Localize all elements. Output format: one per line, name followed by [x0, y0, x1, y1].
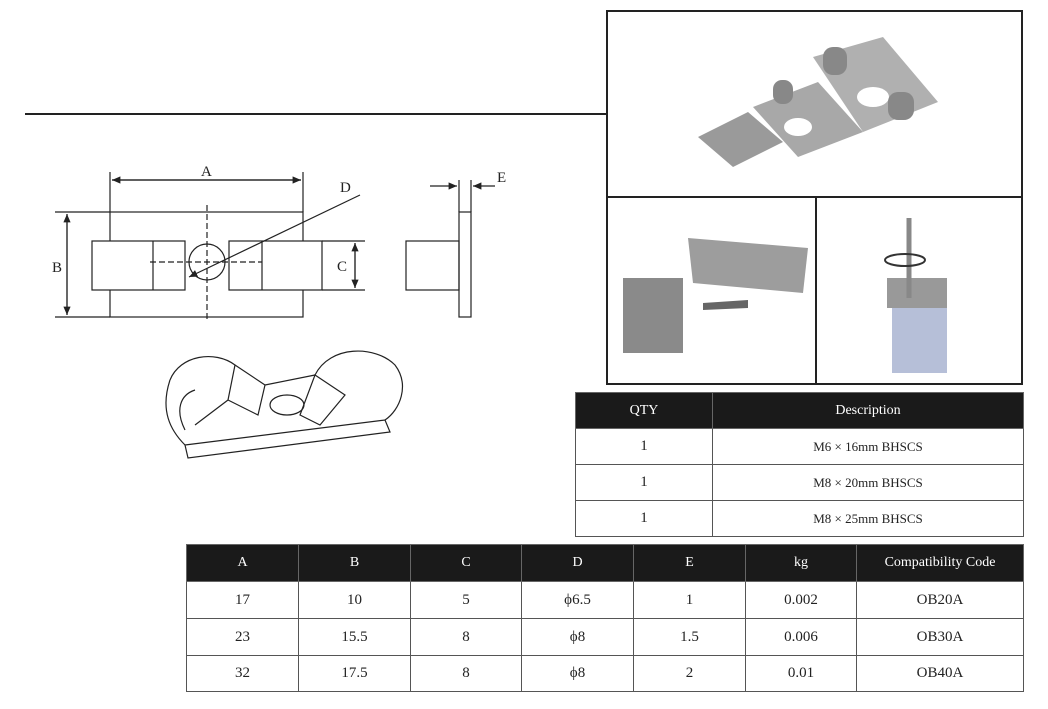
isometric-view — [165, 350, 404, 459]
label-e: E — [497, 170, 506, 186]
cell: 1.5 — [633, 618, 746, 656]
label-b: B — [52, 260, 62, 276]
cell: 17.5 — [298, 655, 411, 692]
cell: 17 — [186, 581, 299, 619]
cell: 8 — [410, 655, 522, 692]
cell: 0.006 — [745, 618, 857, 656]
rotate-image — [884, 218, 947, 373]
divider-line — [25, 113, 607, 115]
cell: 23 — [186, 618, 299, 656]
cell: OB30A — [856, 618, 1024, 656]
cell: 5 — [410, 581, 522, 619]
cell: 2 — [633, 655, 746, 692]
front-view — [55, 172, 365, 322]
cell: ϕ6.5 — [521, 581, 634, 619]
header-qty: QTY — [575, 392, 713, 429]
cell: 15.5 — [298, 618, 411, 656]
clips-image — [698, 37, 938, 167]
label-c: C — [337, 259, 347, 275]
header-a: A — [186, 544, 299, 582]
label-d: D — [340, 180, 351, 196]
label-a: A — [201, 164, 212, 180]
cell: 0.01 — [745, 655, 857, 692]
description-cell: M8 × 20mm BHSCS — [712, 464, 1024, 501]
qty-cell: 1 — [575, 428, 713, 465]
header-b: B — [298, 544, 411, 582]
cell: OB40A — [856, 655, 1024, 692]
header-compatibility-code: Compatibility Code — [856, 544, 1024, 582]
install-photo-rotate — [815, 196, 1023, 385]
description-cell: M6 × 16mm BHSCS — [712, 428, 1024, 465]
cell: 1 — [633, 581, 746, 619]
install-photo-slide — [606, 196, 817, 385]
slide-in-image — [623, 238, 808, 353]
cell: ϕ8 — [521, 655, 634, 692]
cell: 10 — [298, 581, 411, 619]
cell: OB20A — [856, 581, 1024, 619]
cell: 32 — [186, 655, 299, 692]
technical-drawing: A B C D E — [52, 164, 506, 459]
header-description: Description — [712, 392, 1024, 429]
header-kg: kg — [745, 544, 857, 582]
qty-cell: 1 — [575, 500, 713, 537]
header-e: E — [633, 544, 746, 582]
qty-cell: 1 — [575, 464, 713, 501]
side-view — [405, 180, 495, 318]
header-c: C — [410, 544, 522, 582]
product-photo — [606, 10, 1023, 198]
description-cell: M8 × 25mm BHSCS — [712, 500, 1024, 537]
cell: ϕ8 — [521, 618, 634, 656]
cell: 0.002 — [745, 581, 857, 619]
cell: 8 — [410, 618, 522, 656]
header-d: D — [521, 544, 634, 582]
